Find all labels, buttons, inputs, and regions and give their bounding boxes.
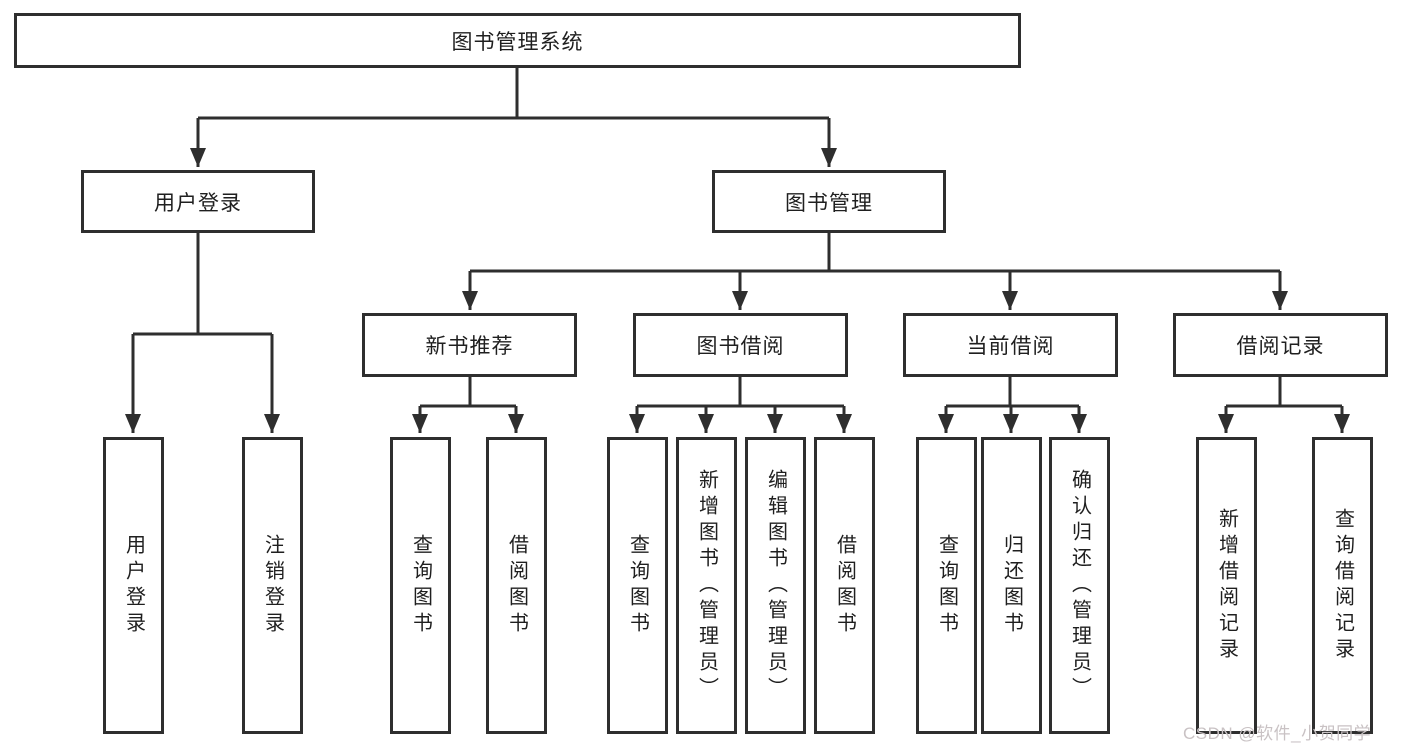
node-root-system: 图书管理系统 xyxy=(14,13,1021,68)
leaf-newbooks-borrow: 借阅图书 xyxy=(486,437,547,734)
leaf-records-add: 新增借阅记录 xyxy=(1196,437,1257,734)
node-root-system-label: 图书管理系统 xyxy=(451,30,584,54)
leaf-borrowing-borrow: 借阅图书 xyxy=(814,437,875,734)
watermark: CSDN @软件_小贺同学 xyxy=(1183,724,1372,743)
node-book-management-label: 图书管理 xyxy=(785,191,873,215)
leaf-records-add-label: 新增借阅记录 xyxy=(1215,507,1238,664)
node-user-login-label: 用户登录 xyxy=(154,191,242,215)
leaf-borrowing-query-label: 查询图书 xyxy=(626,533,649,638)
leaf-current-confirm-admin-label: 确认归还（管理员） xyxy=(1068,468,1091,703)
leaf-user-login-label: 用户登录 xyxy=(122,533,145,638)
leaf-records-query: 查询借阅记录 xyxy=(1312,437,1373,734)
leaf-newbooks-query-label: 查询图书 xyxy=(409,533,432,638)
node-book-borrowing: 图书借阅 xyxy=(633,313,848,377)
leaf-logout: 注销登录 xyxy=(242,437,303,734)
node-borrow-records-label: 借阅记录 xyxy=(1236,335,1325,358)
node-current-borrowing-label: 当前借阅 xyxy=(966,335,1055,358)
leaf-records-query-label: 查询借阅记录 xyxy=(1331,507,1354,664)
leaf-borrowing-borrow-label: 借阅图书 xyxy=(833,533,856,638)
leaf-current-query: 查询图书 xyxy=(916,437,977,734)
node-new-book-recommend-label: 新书推荐 xyxy=(425,335,514,358)
leaf-borrowing-edit-admin: 编辑图书（管理员） xyxy=(745,437,806,734)
leaf-current-return: 归还图书 xyxy=(981,437,1042,734)
leaf-logout-label: 注销登录 xyxy=(261,533,284,638)
leaf-current-query-label: 查询图书 xyxy=(935,533,958,638)
leaf-newbooks-query: 查询图书 xyxy=(390,437,451,734)
leaf-borrowing-edit-admin-label: 编辑图书（管理员） xyxy=(764,468,787,703)
node-borrow-records: 借阅记录 xyxy=(1173,313,1388,377)
leaf-user-login: 用户登录 xyxy=(103,437,164,734)
node-new-book-recommend: 新书推荐 xyxy=(362,313,577,377)
leaf-borrowing-add-admin-label: 新增图书（管理员） xyxy=(695,468,718,703)
node-book-borrowing-label: 图书借阅 xyxy=(696,335,785,358)
node-current-borrowing: 当前借阅 xyxy=(903,313,1118,377)
node-user-login: 用户登录 xyxy=(81,170,315,233)
leaf-current-confirm-admin: 确认归还（管理员） xyxy=(1049,437,1110,734)
leaf-borrowing-add-admin: 新增图书（管理员） xyxy=(676,437,737,734)
leaf-borrowing-query: 查询图书 xyxy=(607,437,668,734)
leaf-newbooks-borrow-label: 借阅图书 xyxy=(505,533,528,638)
node-book-management: 图书管理 xyxy=(712,170,946,233)
leaf-current-return-label: 归还图书 xyxy=(1000,533,1023,638)
tree-edges xyxy=(125,68,1350,433)
